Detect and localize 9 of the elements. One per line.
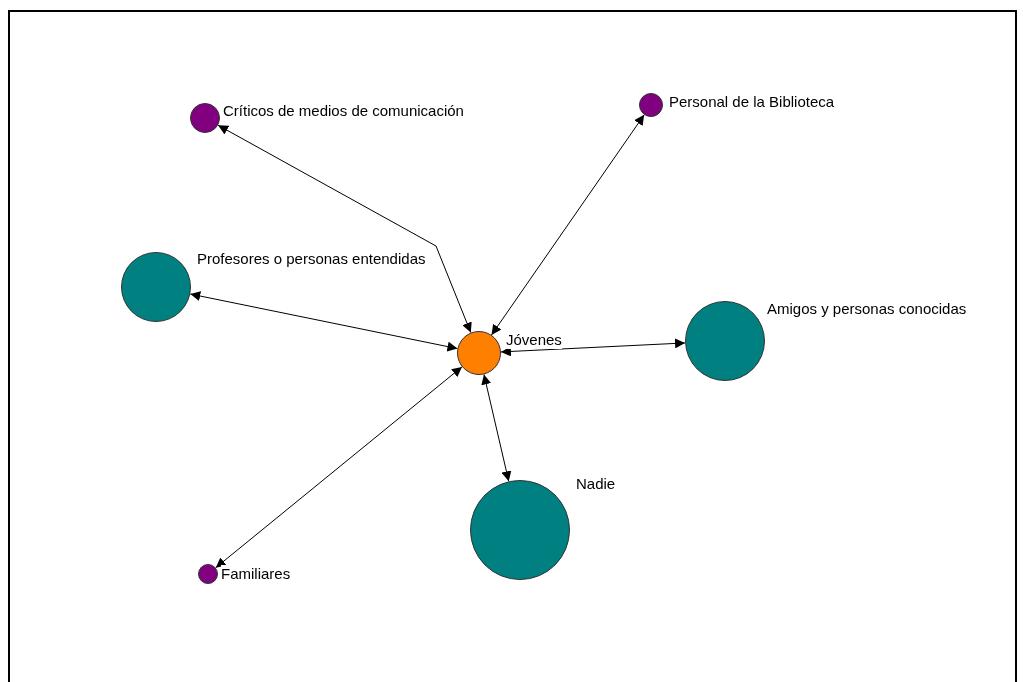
node-label: Amigos y personas conocidas [767,300,967,318]
arrow [491,114,645,336]
arrow [215,366,463,569]
node-label: Profesores o personas entendidas [197,250,426,268]
arrow [481,373,512,482]
arrow [189,291,458,352]
node-label: Jóvenes [506,331,562,349]
arrow [500,338,686,357]
arrow [217,124,472,334]
